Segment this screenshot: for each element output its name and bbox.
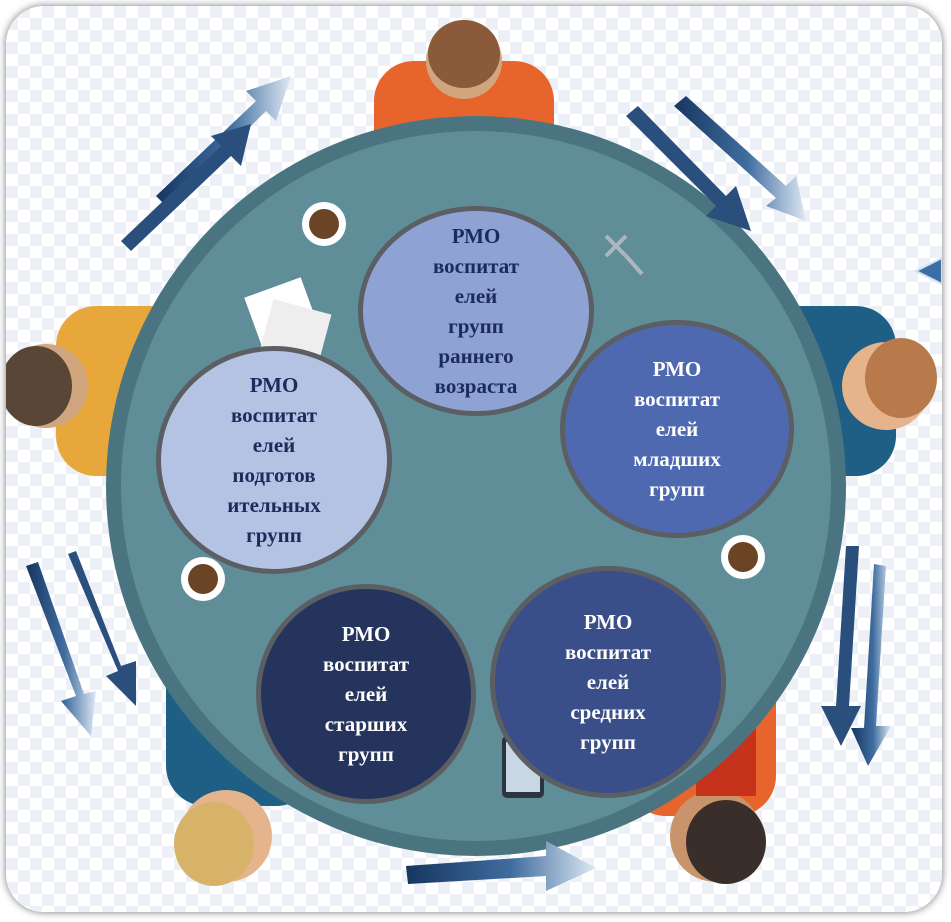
node-middle-groups: РМО воспитат елей средних групп: [490, 566, 726, 798]
node-junior-groups: РМО воспитат елей младших групп: [560, 320, 794, 538]
paperclip-icon: [604, 234, 644, 276]
arrow-icon-left: [26, 551, 136, 736]
arrow-icon-bottom: [406, 841, 596, 891]
arrow-icon-bottom-right: [821, 546, 891, 766]
node-label: РМО воспитат елей средних групп: [564, 610, 652, 754]
node-label: РМО воспитат елей групп раннего возраста: [432, 224, 520, 398]
arrow-icon-top-right: [626, 96, 806, 231]
node-label: РМО воспитат елей подготов ительных груп…: [227, 373, 321, 547]
meeting-illustration: [6, 20, 942, 891]
node-senior-groups: РМО воспитат елей старших групп: [256, 584, 476, 804]
coffee-cup-icon-3: [721, 535, 765, 579]
coffee-cup-icon-2: [181, 557, 225, 601]
coffee-cup-icon-1: [302, 202, 346, 246]
node-early-age-groups: РМО воспитат елей групп раннего возраста: [358, 206, 594, 416]
arrow-icon-top-left: [121, 76, 291, 251]
node-label: РМО воспитат елей младших групп: [633, 357, 721, 501]
diagram-frame: РМО воспитат елей групп раннего возраста…: [6, 6, 942, 912]
arrow-icon-right: [913, 256, 942, 286]
node-label: РМО воспитат елей старших групп: [322, 622, 410, 766]
node-preparatory-groups: РМО воспитат елей подготов ительных груп…: [156, 346, 392, 574]
